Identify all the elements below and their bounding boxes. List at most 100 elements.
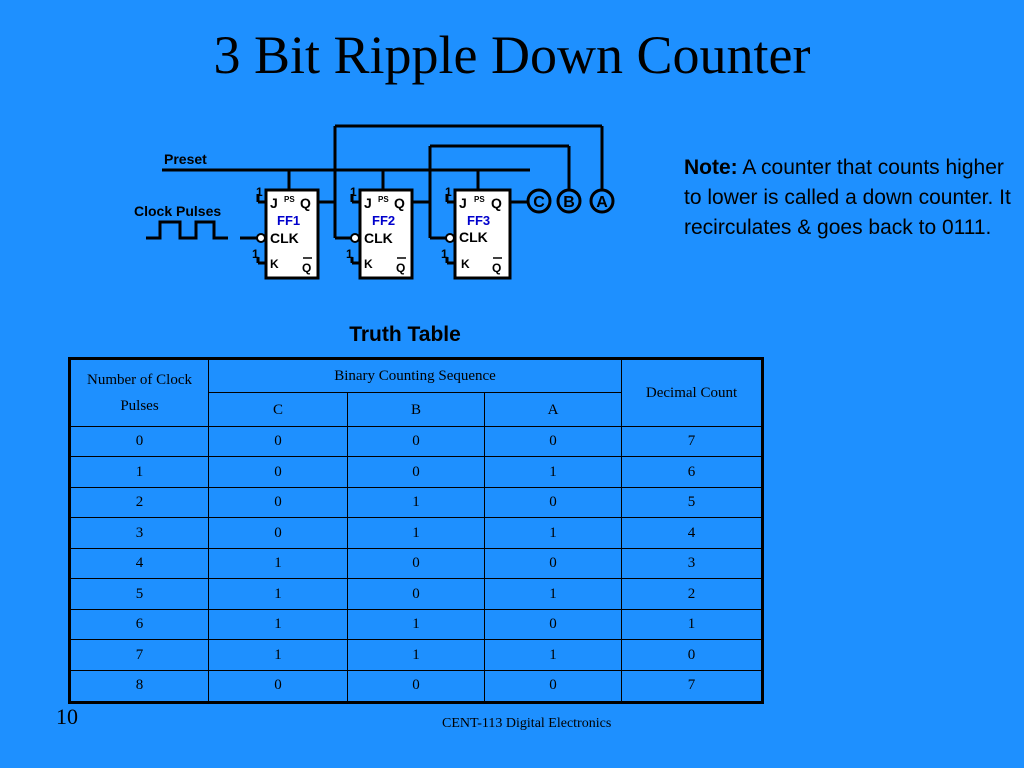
table-cell: 1 (208, 578, 348, 610)
ff1-j-label: J (270, 195, 278, 211)
table-cell: 2 (69, 486, 209, 519)
slide-number: 10 (56, 704, 78, 729)
ff3-qbar-label: Q (492, 261, 501, 275)
table-cell: 0 (347, 456, 485, 488)
ff2-j-label: J (364, 195, 372, 211)
ff1-q-label: Q (300, 195, 311, 211)
ff1-k-label: K (270, 257, 279, 271)
table-cell: 0 (208, 669, 348, 704)
table-cell: 1 (483, 639, 623, 671)
ff2-k-label: K (364, 257, 373, 271)
table-cell: 0 (483, 425, 623, 458)
col-header-clock-pulses: Number of Clock Pulses (69, 358, 209, 427)
circuit-wires (146, 124, 604, 265)
sub-header-b: B (347, 392, 485, 427)
table-cell: 1 (347, 486, 485, 519)
ff2-clock-bubble (350, 233, 360, 243)
table-cell: 8 (69, 669, 209, 704)
table-cell: 0 (208, 517, 348, 549)
counter-circuit-diagram: Preset Clock Pulses J PS Q FF1 CLK K Q 1… (134, 124, 615, 280)
footer-text: CENT-113 Digital Electronics (442, 716, 612, 731)
table-cell: 0 (208, 456, 348, 488)
table-cell: 3 (621, 547, 764, 580)
table-cell: 7 (621, 425, 764, 458)
table-cell: 1 (208, 608, 348, 641)
table-cell: 0 (483, 669, 623, 704)
table-cell: 4 (69, 547, 209, 580)
ff2-ps-label: PS (378, 195, 389, 204)
ff1-clk-label: CLK (270, 230, 299, 246)
ff1-k-input: 1 (252, 247, 259, 261)
flip-flop-ff3: J PS Q FF3 CLK K Q 1 1 (441, 185, 502, 275)
ff1-ps-label: PS (284, 195, 295, 204)
table-cell: 1 (483, 578, 623, 610)
table-cell: 0 (69, 425, 209, 458)
output-a-label: A (596, 194, 608, 211)
ff3-clk-label: CLK (459, 229, 488, 245)
table-cell: 0 (208, 486, 348, 519)
ff2-j-input: 1 (350, 185, 357, 199)
output-b-label: B (563, 194, 575, 211)
flip-flop-boxes (264, 188, 512, 280)
table-cell: 0 (483, 486, 623, 519)
table-cell: 0 (347, 425, 485, 458)
ff3-j-input: 1 (445, 185, 452, 199)
table-cell: 5 (69, 578, 209, 610)
note-text: Note: A counter that counts higher to lo… (684, 153, 1014, 243)
output-a-circle (589, 188, 615, 214)
ff1-j-input: 1 (256, 185, 263, 199)
table-cell: 4 (621, 517, 764, 549)
ff2-clk-label: CLK (364, 230, 393, 246)
output-c-circle (526, 188, 552, 214)
table-cell: 1 (208, 639, 348, 671)
ff1-qbar-label: Q (302, 261, 311, 275)
table-cell: 0 (347, 669, 485, 704)
output-b-circle (556, 188, 582, 214)
ff3-q-label: Q (491, 195, 502, 211)
table-cell: 1 (69, 456, 209, 488)
table-cell: 1 (347, 639, 485, 671)
table-cell: 0 (347, 547, 485, 580)
preset-label: Preset (164, 151, 207, 167)
ff1-clock-bubble (256, 233, 266, 243)
ff2-q-label: Q (394, 195, 405, 211)
table-cell: 1 (347, 608, 485, 641)
table-cell: 7 (621, 669, 764, 704)
table-cell: 0 (621, 639, 764, 671)
ff2-qbar-label: Q (396, 261, 405, 275)
table-cell: 2 (621, 578, 764, 610)
table-cell: 6 (69, 608, 209, 641)
sub-header-a: A (483, 392, 623, 427)
ff3-k-input: 1 (441, 247, 448, 261)
col-header-decimal-count: Decimal Count (621, 358, 764, 427)
table-cell: 7 (69, 639, 209, 671)
truth-table-heading: Truth Table (349, 323, 461, 346)
ff3-clock-bubble (445, 233, 455, 243)
note-label: Note: (684, 156, 738, 179)
table-cell: 1 (621, 608, 764, 641)
ff3-j-label: J (459, 195, 467, 211)
table-cell: 1 (347, 517, 485, 549)
table-cell: 1 (208, 547, 348, 580)
ff2-k-input: 1 (346, 247, 353, 261)
truth-table: Number of Clock Pulses Binary Counting S… (68, 357, 765, 704)
sub-header-c: C (208, 392, 348, 427)
flip-flop-ff2: J PS Q FF2 CLK K Q 1 1 (346, 185, 406, 275)
table-cell: 0 (483, 608, 623, 641)
table-cell: 1 (483, 517, 623, 549)
table-cell: 5 (621, 486, 764, 519)
clock-pulses-label: Clock Pulses (134, 203, 221, 219)
ff3-name: FF3 (467, 213, 490, 228)
ff2-name: FF2 (372, 213, 395, 228)
table-cell: 0 (483, 547, 623, 580)
